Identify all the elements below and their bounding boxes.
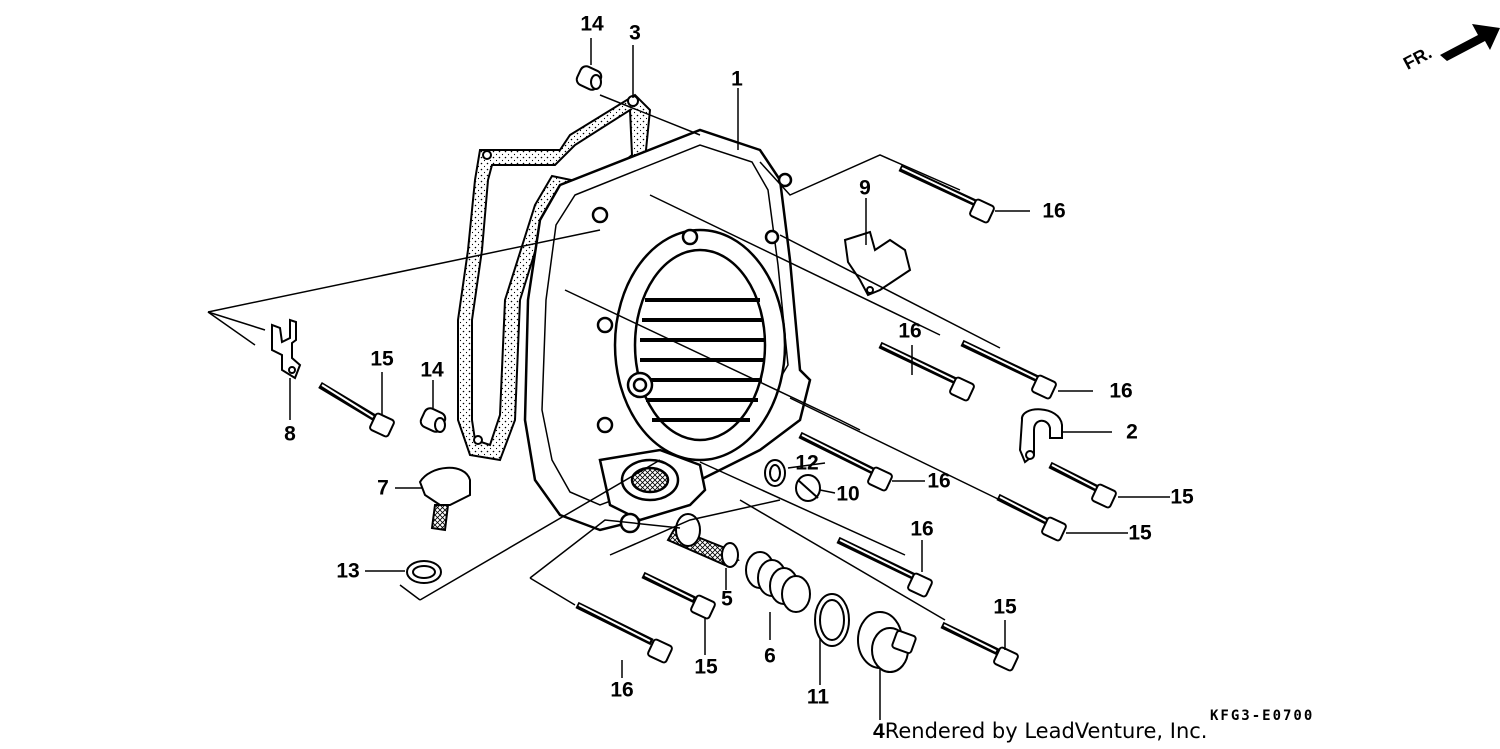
callout-15-bottom-right: 15	[993, 595, 1017, 619]
oil-filler-cap	[406, 466, 471, 584]
collars	[419, 65, 603, 433]
callout-10: 10	[836, 482, 860, 506]
credit-line: 4Rendered by LeadVenture, Inc.	[873, 719, 1207, 744]
drawing-code: KFG3-E0700	[1210, 708, 1315, 724]
callout-16-middle: 16	[898, 319, 922, 343]
callout-9: 9	[859, 176, 871, 200]
callout-12: 12	[795, 451, 819, 475]
callout-16-top: 16	[1042, 199, 1066, 223]
callout-16-center: 16	[927, 469, 951, 493]
callout-5: 5	[721, 587, 733, 611]
credit-text: Rendered by LeadVenture, Inc.	[884, 719, 1208, 743]
callout-3: 3	[629, 21, 641, 45]
callout-16-lower: 16	[910, 517, 934, 541]
leader-lines	[207, 38, 1170, 720]
callout-15-right-upper: 15	[1170, 485, 1194, 509]
front-direction-arrow-icon	[1440, 24, 1500, 61]
callout-13: 13	[336, 559, 360, 583]
callout-6: 6	[764, 644, 776, 668]
callout-15-bottom: 15	[694, 655, 718, 679]
callout-2: 2	[1126, 420, 1138, 444]
callout-15-right-lower: 15	[1128, 521, 1152, 545]
bolts	[318, 164, 1117, 672]
clamps	[271, 230, 1063, 464]
callout-7: 7	[377, 476, 389, 500]
callout-8: 8	[284, 422, 296, 446]
callout-14-top: 14	[580, 12, 604, 36]
callout-11: 11	[806, 685, 830, 709]
strainer-parts	[666, 459, 917, 673]
crankcase-cover	[523, 128, 812, 534]
callout-14-left: 14	[420, 358, 444, 382]
callout-16-bottom: 16	[610, 678, 634, 702]
callout-15-left: 15	[370, 347, 394, 371]
callout-4-visible: 4	[873, 720, 885, 743]
callout-16-right: 16	[1109, 379, 1133, 403]
callout-1: 1	[731, 67, 743, 91]
